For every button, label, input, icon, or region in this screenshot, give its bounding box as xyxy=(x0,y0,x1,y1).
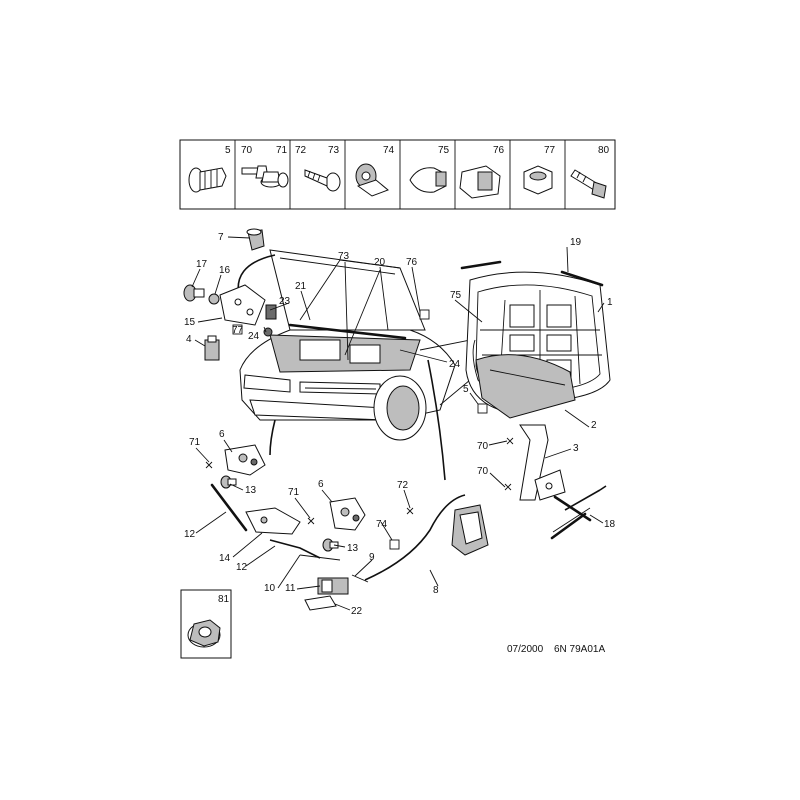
plastic-plug-icon xyxy=(409,167,447,193)
callout-9: 9 xyxy=(369,552,375,563)
callout-1: 1 xyxy=(607,297,613,308)
callout-12-lower: 12 xyxy=(236,562,248,573)
legend-label-5: 5 xyxy=(225,145,231,156)
latch-6-upper xyxy=(224,444,266,476)
callout-72: 72 xyxy=(397,480,409,491)
cable-clip-icon xyxy=(355,163,389,197)
legend-label-74: 74 xyxy=(383,145,395,156)
tapping-screw-icon xyxy=(304,169,341,192)
footer-date: 07/2000 xyxy=(507,644,544,655)
callout-7: 7 xyxy=(218,232,224,243)
callout-2: 2 xyxy=(591,420,597,431)
cross-70-lower xyxy=(504,483,512,491)
legend-label-80: 80 xyxy=(598,145,610,156)
hood-seal-19 xyxy=(460,260,604,287)
link-curve-left xyxy=(269,419,276,456)
fastener-legend: 5 70 71 72 73 74 75 76 77 80 xyxy=(179,139,616,210)
hood-stay-rod xyxy=(344,269,381,356)
bolt-icon xyxy=(570,169,607,199)
callout-70-lower: 70 xyxy=(477,466,489,477)
link-curve-right xyxy=(427,359,446,481)
callout-5: 5 xyxy=(463,384,469,395)
latch-6-lower xyxy=(329,497,366,531)
callout-20: 20 xyxy=(374,257,386,268)
car-front xyxy=(237,249,471,441)
callout-15: 15 xyxy=(184,317,196,328)
insulation-pad-2 xyxy=(475,354,576,419)
inset-81: 81 xyxy=(180,589,232,659)
callout-77: 77 xyxy=(232,325,244,336)
callout-11: 11 xyxy=(285,583,296,594)
callout-12-left: 12 xyxy=(184,529,196,540)
switch-4 xyxy=(204,335,220,361)
guide-22 xyxy=(304,595,337,611)
callout-19: 19 xyxy=(570,237,582,248)
footer-reference: 6N 79A01A xyxy=(554,644,605,655)
callout-18: 18 xyxy=(604,519,616,530)
callout-24-right: 24 xyxy=(449,359,461,370)
callout-76: 76 xyxy=(406,257,418,268)
callout-13-upper: 13 xyxy=(245,485,257,496)
connector-11 xyxy=(317,577,349,595)
bump-stop-7 xyxy=(246,228,265,251)
legend-label-76: 76 xyxy=(493,145,505,156)
callout-6-upper: 6 xyxy=(219,429,225,440)
pad-23 xyxy=(265,304,277,320)
nut-washer-icon xyxy=(260,171,289,188)
leader-lines xyxy=(191,236,605,611)
callout-10: 10 xyxy=(264,583,276,594)
callout-3: 3 xyxy=(573,443,579,454)
hinge-bracket-left xyxy=(219,284,266,326)
hood-hinge-3 xyxy=(519,424,566,501)
pull-handle-8 xyxy=(351,494,489,583)
cross-72 xyxy=(406,507,414,515)
callout-71-lower: 71 xyxy=(288,487,300,498)
callout-14: 14 xyxy=(219,553,231,564)
callout-8: 8 xyxy=(433,585,439,596)
callout-23: 23 xyxy=(279,296,291,307)
legend-label-73: 73 xyxy=(328,145,340,156)
cable-10 xyxy=(269,539,341,561)
fastener-16 xyxy=(208,293,220,305)
cross-71-upper xyxy=(205,461,213,469)
marker-77 xyxy=(232,324,243,335)
push-clip-icon xyxy=(188,167,227,193)
legend-label-72: 72 xyxy=(295,145,307,156)
callout-labels: 7 17 16 15 4 23 21 77 24 73 20 76 75 24 … xyxy=(184,232,616,617)
callout-4: 4 xyxy=(186,334,192,345)
marker-76 xyxy=(419,309,430,320)
legend-label-70: 70 xyxy=(241,145,253,156)
callout-71-upper: 71 xyxy=(189,437,201,448)
legend-label-71: 71 xyxy=(276,145,288,156)
callout-73: 73 xyxy=(338,251,350,262)
callout-13-lower: 13 xyxy=(347,543,359,554)
release-lever-12 xyxy=(210,483,301,535)
marker-5 xyxy=(477,403,488,414)
callout-70-upper: 70 xyxy=(477,441,489,452)
callout-21: 21 xyxy=(295,281,307,292)
clip-nut-icon xyxy=(459,165,501,199)
marker-74 xyxy=(389,539,400,550)
callout-6-lower: 6 xyxy=(318,479,324,490)
cross-70-upper xyxy=(506,437,514,445)
callout-24-left: 24 xyxy=(248,331,260,342)
callout-17: 17 xyxy=(196,259,208,270)
callout-75: 75 xyxy=(450,290,462,301)
legend-label-75: 75 xyxy=(438,145,450,156)
inset-label-81: 81 xyxy=(218,594,230,605)
callout-22: 22 xyxy=(351,606,363,617)
legend-label-77: 77 xyxy=(544,145,556,156)
flange-nut-icon xyxy=(187,619,221,648)
hex-nut-icon xyxy=(523,165,553,195)
cross-markers xyxy=(205,437,514,525)
callout-74: 74 xyxy=(376,519,388,530)
cross-71-lower xyxy=(307,517,315,525)
callout-16: 16 xyxy=(219,265,231,276)
gas-strut-18 xyxy=(550,485,607,540)
fastener-17 xyxy=(183,284,205,302)
nut-24 xyxy=(263,327,273,337)
